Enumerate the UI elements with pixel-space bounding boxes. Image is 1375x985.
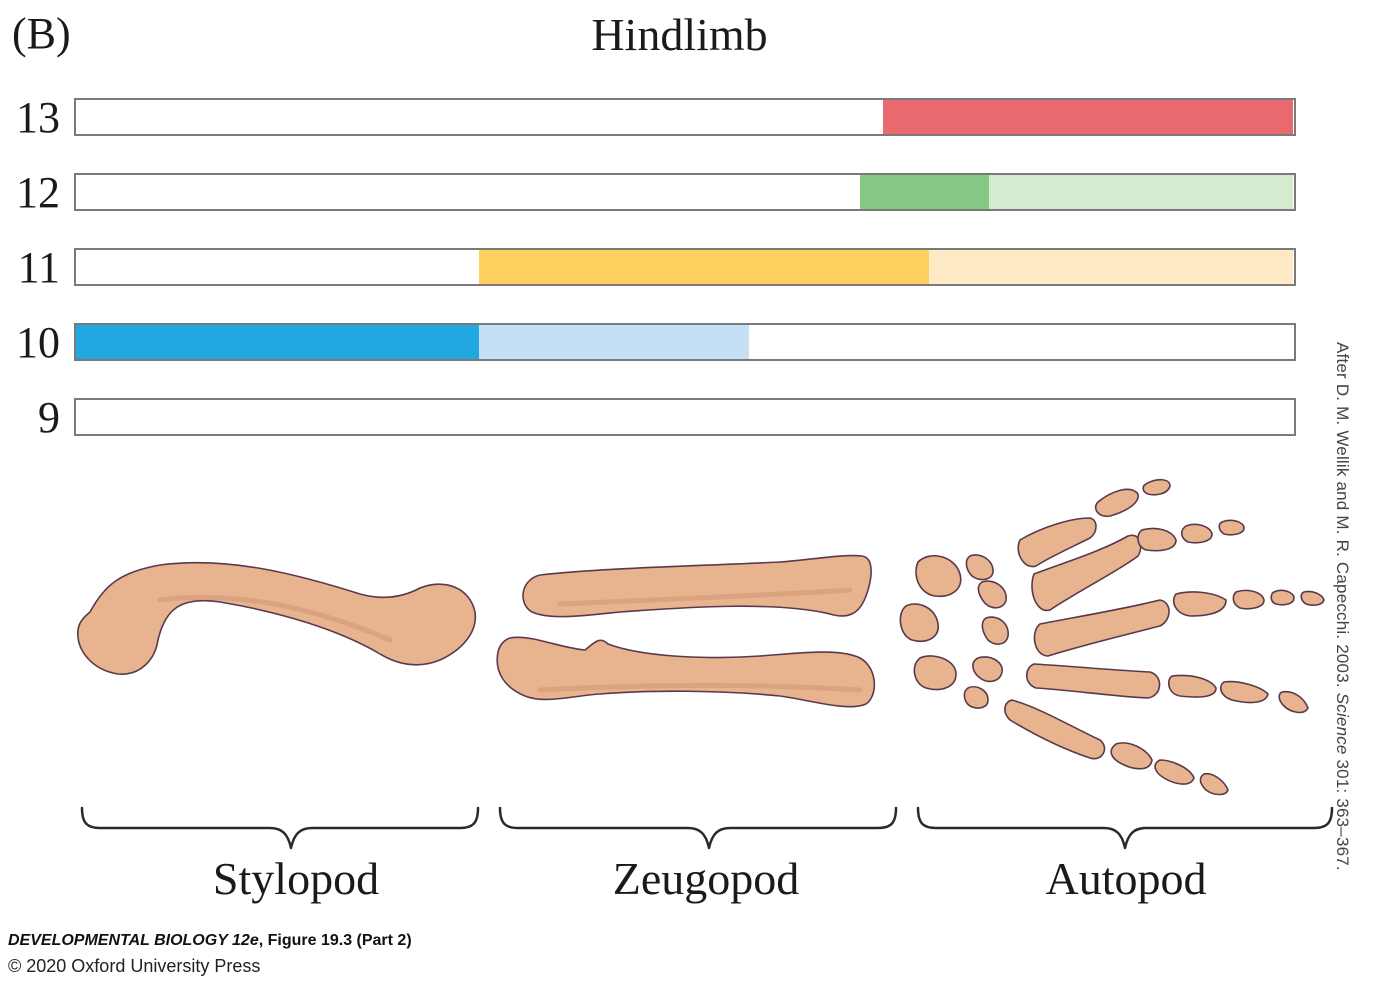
book-title: DEVELOPMENTAL BIOLOGY 12e	[8, 932, 259, 949]
figure-title: Hindlimb	[0, 8, 1375, 61]
phalanx-bone	[1167, 674, 1217, 698]
expression-bar-9	[74, 398, 1296, 436]
phalanx-bone	[1094, 488, 1139, 518]
panel-label: (B)	[12, 9, 71, 58]
expression-segment	[478, 250, 930, 284]
tibia-bone	[522, 554, 872, 618]
region-label-autopod: Autopod	[1045, 853, 1207, 904]
phalanx-bone	[1110, 742, 1153, 770]
shading	[157, 587, 863, 693]
metatarsal-bone	[1017, 517, 1097, 568]
phalanx-bone	[1219, 680, 1269, 704]
phalanx-bone	[1154, 759, 1195, 785]
phalanx-bone	[1137, 527, 1177, 552]
autopod-brace	[916, 806, 1334, 850]
expression-segment	[882, 100, 1293, 134]
tarsal-bone	[977, 580, 1007, 609]
row-label-12: 12	[16, 168, 60, 217]
credit-journal: Science	[1333, 692, 1352, 755]
femur-bone	[77, 561, 477, 675]
stylopod-brace	[80, 806, 480, 850]
tarsal-bone	[972, 656, 1003, 683]
phalanx-bone	[1172, 591, 1227, 617]
phalanx-bone	[1199, 772, 1229, 796]
metatarsal-bone	[1033, 599, 1170, 657]
phalanx-bone	[1218, 519, 1245, 536]
metatarsal-bone	[1031, 534, 1142, 612]
metatarsal-bone	[1004, 699, 1106, 760]
phalanx-bone	[1270, 589, 1295, 606]
region-label-stylopod: Stylopod	[212, 853, 380, 904]
row-label-11: 11	[17, 243, 60, 292]
tarsal-bone	[981, 616, 1009, 645]
tarsal-bone	[913, 655, 957, 691]
zeugopod-brace	[498, 806, 898, 850]
tarsal-bone	[965, 554, 994, 581]
fibula-bone	[496, 636, 876, 708]
phalanx-bone	[1180, 523, 1213, 544]
row-label-10: 10	[16, 318, 60, 367]
tarsal-bone	[915, 554, 962, 598]
expression-segment	[859, 175, 989, 209]
expression-segment	[76, 325, 479, 359]
region-braces	[80, 806, 1334, 850]
expression-bar-11	[74, 248, 1296, 286]
row-label-13: 13	[16, 93, 60, 142]
tarsal-bone	[963, 685, 989, 709]
expression-bar-13	[74, 98, 1296, 136]
phalanx-bone	[1300, 590, 1325, 606]
tarsal-bone	[899, 603, 939, 642]
figure-caption: DEVELOPMENTAL BIOLOGY 12e, Figure 19.3 (…	[8, 932, 412, 950]
phalanx-bone	[1142, 478, 1171, 496]
metatarsal-bone	[1025, 663, 1161, 699]
phalanx-bone	[1278, 690, 1309, 714]
bone-group	[77, 478, 1325, 796]
expression-bar-12	[74, 173, 1296, 211]
region-label-zeugopod: Zeugopod	[612, 853, 800, 904]
credit-prefix: After D. M. Wellik and M. R. Capecchi. 2…	[1333, 342, 1352, 693]
expression-segment	[478, 325, 749, 359]
expression-segment	[929, 250, 1293, 284]
source-credit: After D. M. Wellik and M. R. Capecchi. 2…	[1332, 342, 1352, 871]
expression-segment	[988, 175, 1293, 209]
copyright-text: © 2020 Oxford University Press	[8, 956, 261, 976]
phalanx-bone	[1232, 589, 1265, 610]
figure-number: , Figure 19.3 (Part 2)	[258, 932, 412, 949]
credit-suffix: 301: 363–367.	[1333, 754, 1352, 871]
expression-bar-10	[74, 323, 1296, 361]
row-label-9: 9	[38, 393, 60, 442]
title-text: Hindlimb	[591, 9, 768, 60]
